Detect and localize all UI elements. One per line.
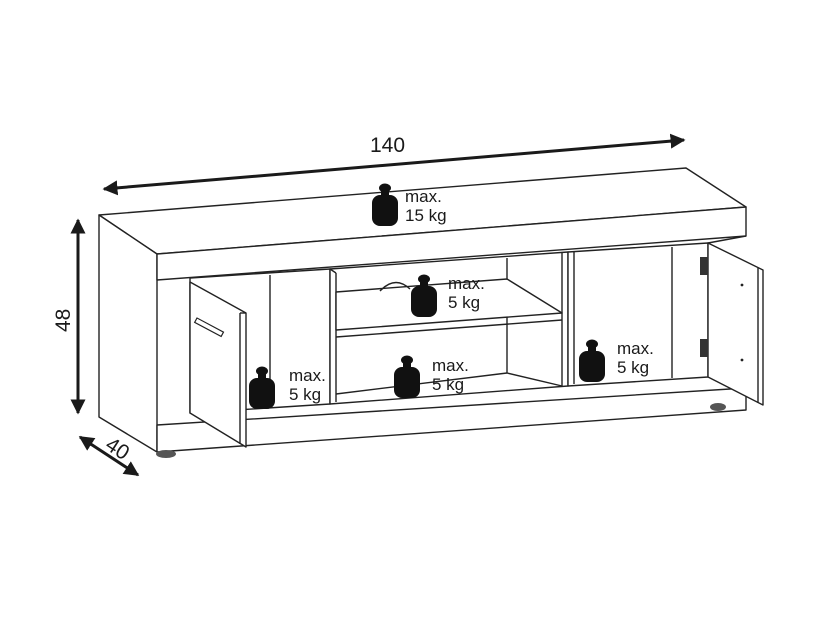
left-door-handle (193, 317, 225, 338)
foot-right (710, 403, 726, 411)
hinge-upper (700, 257, 708, 275)
load-label-weight: 5 kg (432, 375, 464, 394)
weight-icon (372, 183, 398, 226)
width-dimension-line (102, 133, 686, 196)
foot-left (156, 450, 176, 458)
weight-icon (411, 274, 437, 317)
depth-dimension-line (78, 435, 140, 477)
hinge-lower (700, 339, 708, 357)
right-door (707, 242, 764, 406)
cabinet-left-side (98, 214, 158, 453)
width-dimension-label: 140 (370, 134, 405, 157)
load-label-max: max. (289, 366, 326, 385)
weight-icon (579, 339, 605, 382)
weight-icon (249, 366, 275, 409)
load-label-max: max. (617, 339, 654, 358)
load-label-weight: 5 kg (617, 358, 649, 377)
weight-icon (394, 355, 420, 398)
cabinet-plinth (156, 387, 747, 453)
load-label-weight: 5 kg (448, 293, 480, 312)
load-label-max: max. (405, 187, 442, 206)
height-dimension-label: 48 (52, 309, 75, 332)
dimensions: 140 48 40 (52, 133, 686, 477)
cabinet (98, 167, 764, 458)
load-label-max: max. (432, 356, 469, 375)
load-label-weight: 5 kg (289, 385, 321, 404)
load-label-max: max. (448, 274, 485, 293)
center-upper-shelf (335, 278, 563, 331)
load-label-weight: 15 kg (405, 206, 447, 225)
depth-dimension-label: 40 (101, 433, 133, 465)
